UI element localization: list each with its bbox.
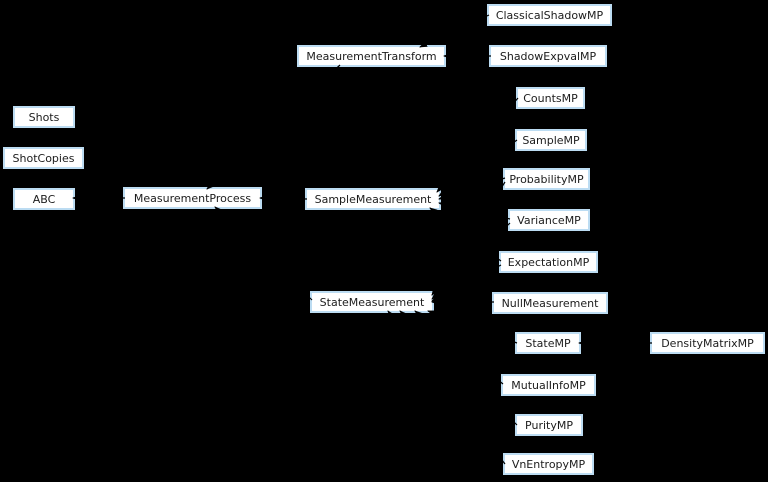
class-node-abc[interactable]: ABC [13,188,75,210]
class-node-expectation-mp[interactable]: ExpectationMP [499,251,598,273]
class-node-measurement-process[interactable]: MeasurementProcess [123,187,262,209]
class-node-state-measurement[interactable]: StateMeasurement [310,291,434,313]
class-node-vn-entropy-mp[interactable]: VnEntropyMP [503,453,594,475]
class-node-counts-mp[interactable]: CountsMP [516,87,585,109]
class-node-purity-mp[interactable]: PurityMP [515,414,583,436]
class-node-shadow-expval-mp[interactable]: ShadowExpvalMP [489,45,607,67]
class-node-shot-copies[interactable]: ShotCopies [3,147,84,169]
class-node-shots[interactable]: Shots [13,106,75,128]
class-node-classical-shadow-mp[interactable]: ClassicalShadowMP [487,4,612,26]
class-node-sample-measurement[interactable]: SampleMeasurement [305,188,441,210]
class-node-probability-mp[interactable]: ProbabilityMP [503,168,590,190]
class-node-variance-mp[interactable]: VarianceMP [508,209,590,231]
class-node-state-mp[interactable]: StateMP [515,332,581,354]
class-node-density-matrix-mp[interactable]: DensityMatrixMP [650,332,765,354]
class-node-null-measurement[interactable]: NullMeasurement [492,292,608,314]
class-node-mutual-info-mp[interactable]: MutualInfoMP [501,374,596,396]
class-node-measurement-transform[interactable]: MeasurementTransform [297,45,446,67]
class-node-sample-mp[interactable]: SampleMP [515,129,587,151]
